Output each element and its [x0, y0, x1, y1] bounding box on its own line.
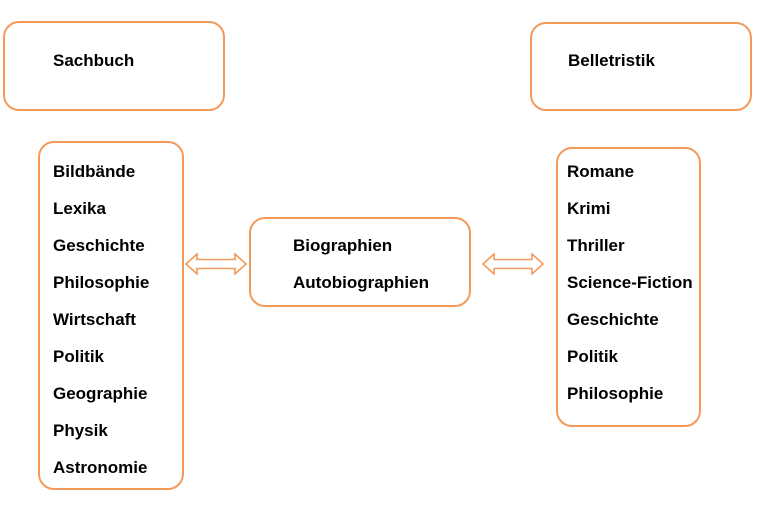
- list-item: Autobiographien: [293, 273, 429, 292]
- left-double-arrow-icon: [184, 252, 248, 276]
- list-item: Biographien: [293, 236, 393, 255]
- list-item: Astronomie: [53, 458, 148, 477]
- list-item: Politik: [567, 347, 619, 366]
- list-item: Romane: [567, 162, 635, 181]
- right-double-arrow-icon: [481, 252, 545, 276]
- list-item: Lexika: [53, 199, 106, 218]
- list-item: Physik: [53, 421, 108, 440]
- list-item: Philosophie: [53, 273, 150, 292]
- sachbuch-list-box: [38, 141, 184, 490]
- list-item: Politik: [53, 347, 105, 366]
- center-box: [249, 217, 471, 307]
- list-item: Science-Fiction: [567, 273, 693, 292]
- list-item: Thriller: [567, 236, 625, 255]
- list-item: Geschichte: [53, 236, 145, 255]
- list-item: Wirtschaft: [53, 310, 136, 329]
- belletristik-list: Romane Krimi Thriller Science-Fiction Ge…: [567, 162, 693, 421]
- sachbuch-header-box: [3, 21, 225, 111]
- sachbuch-title: Sachbuch: [53, 51, 135, 70]
- belletristik-header-box: [530, 22, 752, 111]
- list-item: Bildbände: [53, 162, 136, 181]
- belletristik-title: Belletristik: [568, 51, 655, 70]
- list-item: Krimi: [567, 199, 611, 218]
- belletristik-list-box: [556, 147, 701, 427]
- list-item: Philosophie: [567, 384, 664, 403]
- list-item: Geographie: [53, 384, 148, 403]
- sachbuch-list: Bildbände Lexika Geschichte Philosophie …: [53, 162, 149, 495]
- list-item: Geschichte: [567, 310, 659, 329]
- center-list: Biographien Autobiographien: [293, 236, 429, 310]
